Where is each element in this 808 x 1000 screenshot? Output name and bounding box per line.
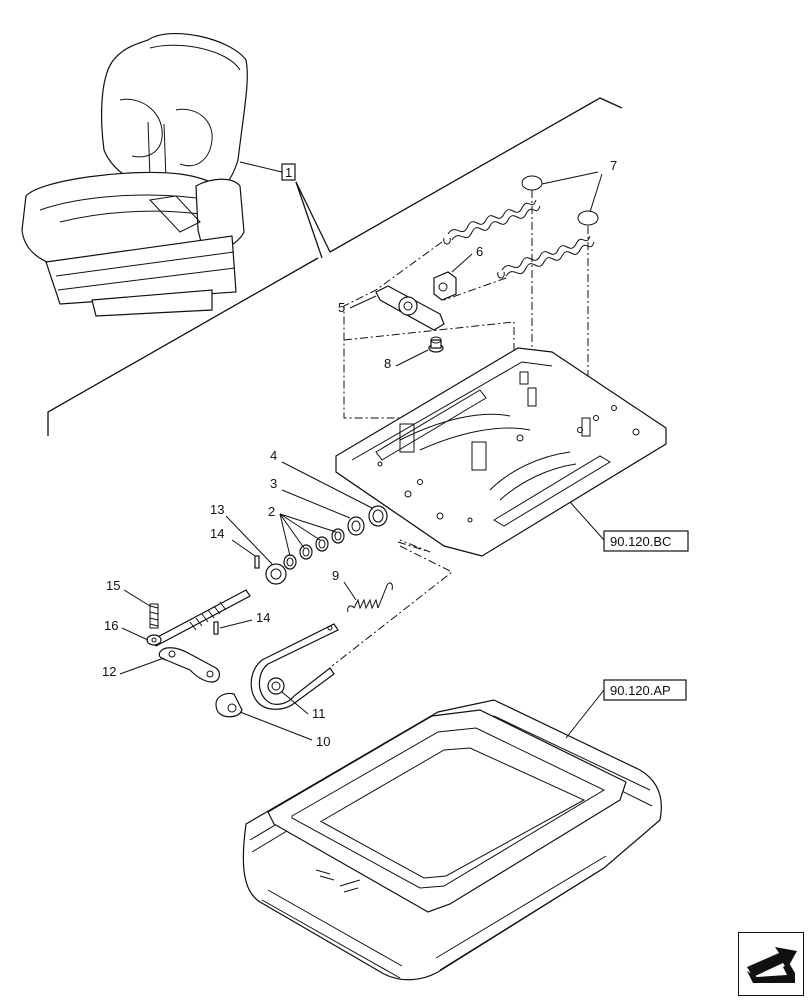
callout-11-label: 11 [312, 706, 326, 721]
ref-box [603, 530, 689, 552]
callout-6[interactable]: 6 [451, 244, 483, 273]
callout-9-label: 9 [332, 568, 339, 583]
leader-line [279, 513, 321, 541]
leader-line [541, 171, 599, 185]
callout-1-box [281, 163, 296, 181]
leader-line [279, 513, 291, 557]
callout-13-label: 13 [210, 502, 224, 517]
part-5-bracket [375, 285, 445, 331]
leader-line [569, 501, 605, 541]
callout-10-label: 10 [316, 734, 330, 749]
boundary-line [47, 257, 319, 436]
spring-upper [443, 175, 543, 245]
ref-90-120-AP[interactable]: 90.120.AP [565, 679, 687, 739]
leader-line [121, 627, 149, 641]
leader-line [281, 461, 373, 509]
callout-16[interactable]: 16 [104, 618, 149, 641]
seat-assembly [21, 32, 248, 317]
callout-5[interactable]: 5 [338, 295, 377, 315]
callout-6-label: 6 [476, 244, 483, 259]
leader-line [295, 181, 323, 259]
leader-line [231, 539, 256, 557]
callout-4-label: 4 [270, 448, 277, 463]
boundary-line [329, 97, 623, 253]
callout-8[interactable]: 8 [384, 349, 429, 371]
leader-line [123, 589, 151, 607]
callout-3[interactable]: 3 [270, 476, 351, 519]
callout-14-lower-label: 14 [256, 610, 270, 625]
callout-1-label: 1 [285, 165, 292, 180]
assembly-lines-lower [331, 539, 453, 667]
leader-line [119, 657, 165, 675]
callout-13[interactable]: 13 [210, 502, 273, 565]
part-10-clip [215, 692, 243, 718]
part-8-pin [428, 336, 444, 353]
part-11-strap [250, 623, 339, 710]
leader-line [395, 349, 429, 367]
seat-cushion-tray [242, 699, 662, 981]
leader-line [281, 489, 351, 519]
leader-line [349, 295, 377, 309]
leader-line [279, 513, 337, 533]
callout-5-label: 5 [338, 300, 345, 315]
ref-90-120-BC-label: 90.120.BC [610, 534, 671, 549]
callout-15[interactable]: 15 [106, 578, 151, 607]
callout-7[interactable]: 7 [541, 158, 617, 213]
part-12-lever [158, 647, 221, 683]
part-13-sleeve [265, 563, 287, 585]
next-page-arrow-icon [747, 947, 797, 983]
callout-10[interactable]: 10 [239, 711, 330, 749]
leader-line [565, 689, 605, 739]
callout-16-label: 16 [104, 618, 118, 633]
part-3-washer [347, 516, 365, 536]
callout-14-upper-label: 14 [210, 526, 224, 541]
callout-9[interactable]: 9 [332, 568, 357, 601]
seat-frame-base [335, 347, 667, 557]
callout-12-label: 12 [102, 664, 116, 679]
callout-11[interactable]: 11 [281, 691, 326, 721]
leader-line [589, 173, 603, 213]
callout-3-label: 3 [270, 476, 277, 491]
part-14-pin-lower [213, 621, 219, 635]
leader-line [219, 619, 253, 629]
leader-line [239, 711, 313, 741]
part-14-pin-upper [254, 555, 260, 569]
callout-4[interactable]: 4 [270, 448, 373, 509]
leader-line [225, 515, 273, 565]
part-9-spring [347, 582, 393, 613]
spring-lower [497, 210, 599, 279]
part-16-threaded-shaft [146, 589, 251, 647]
ref-90-120-BC[interactable]: 90.120.BC [569, 501, 689, 552]
next-page-button[interactable] [738, 932, 804, 996]
leader-line [343, 581, 357, 601]
callout-15-label: 15 [106, 578, 120, 593]
leader-line [281, 691, 309, 715]
ref-box [603, 679, 687, 701]
part-6-block [433, 271, 457, 301]
callout-2[interactable]: 2 [268, 504, 337, 557]
callout-2-label: 2 [268, 504, 275, 519]
leader-line [279, 513, 305, 549]
leader-line [295, 181, 331, 253]
callout-8-label: 8 [384, 356, 391, 371]
leader-line [239, 161, 283, 173]
part-15-spring [149, 603, 159, 629]
ref-90-120-AP-label: 90.120.AP [610, 683, 671, 698]
callout-14-upper[interactable]: 14 [210, 526, 256, 557]
leader-line [451, 253, 473, 273]
part-4-bushing [368, 505, 388, 527]
callout-14-lower[interactable]: 14 [219, 610, 270, 629]
callout-12[interactable]: 12 [102, 657, 165, 679]
callout-7-label: 7 [610, 158, 617, 173]
callout-1[interactable]: 1 [239, 161, 331, 259]
part-2-washers [283, 528, 345, 570]
